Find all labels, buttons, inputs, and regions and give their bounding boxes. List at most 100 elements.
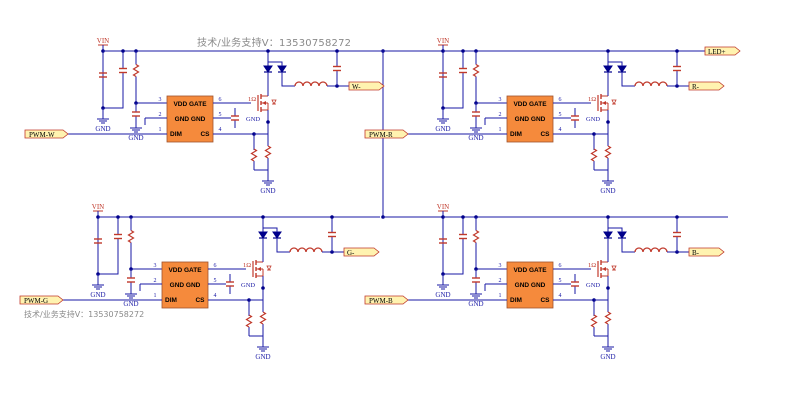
resistor-icon [259,311,267,325]
diode-body [603,231,613,239]
mosfet-body-diode [266,265,272,271]
driver-ic [506,261,554,309]
junction-dot [461,49,465,53]
pwm-port-w-label: PWM-W [29,131,55,139]
ground-label: GND [468,134,483,142]
driver-ic [506,95,554,143]
pin-number: 2 [154,278,157,284]
ground-label: GND [468,300,483,308]
ground-label: GND [95,125,110,133]
junction-dot [675,49,679,53]
vin-label: VIN [437,203,449,211]
diode-icon [263,65,273,73]
vdd-wire [135,90,167,104]
mosfet-icon [597,94,617,112]
pin-number: 3 [159,97,162,103]
ground-icon: GND [95,116,111,133]
pin-number: 5 [559,112,562,118]
port-arrow-icon [688,247,725,257]
cs-wire [213,133,255,150]
diode-body [617,65,627,73]
ic-vdd-gate-label: VDD GATE [513,101,547,108]
cap-gnd-wire [443,90,464,109]
mosfet-arrow [257,267,261,271]
pin-number: 4 [219,127,222,133]
ic-gnd-label: GND GND [175,116,206,123]
pin-number: 1 [159,127,162,133]
pin-number: 2 [499,112,502,118]
port-arrow-icon [704,46,741,56]
pin-number: 3 [499,97,502,103]
diode-icon [277,65,287,73]
diode-icon [258,231,268,239]
ic-gnd-label: GND GND [515,116,546,123]
ic-gnd-label: GND GND [515,282,546,289]
resistor-icon [250,148,258,162]
ground-icon: GND [255,344,271,361]
driver-ic [161,261,209,309]
junction-dot [335,49,339,53]
diode-icon [617,231,627,239]
out-port-w: W- [348,81,385,91]
junction-dot [261,215,265,219]
resistor-icon [127,229,135,244]
mosfet-body-diode [611,99,617,105]
diode-icon [603,231,613,239]
pwm-port-g: PWM-G [19,295,64,305]
ground-label: GND [128,134,143,142]
channels: VIN GND GND VDD GATE GND GND DIM CS 3 2 1 6 5 4 1Ω GND… [19,37,725,361]
ic-vdd-gate-label: VDD GATE [168,267,202,274]
out-port-r-label: R- [692,83,700,91]
cs-wire [553,299,595,316]
ic-dim-label: DIM [510,131,522,138]
led-plus-port: LED+ [704,46,741,56]
pin-number: 4 [214,293,217,299]
pwm-port-g-label: PWM-G [24,297,48,305]
ground-icon: GND [128,125,144,142]
ground-label: GND [435,125,450,133]
pwm-port-w: PWM-W [24,129,69,139]
gnd-label-pin5: GND [586,282,600,289]
pin-number: 6 [559,263,562,269]
out-port-b: B- [688,247,725,257]
out-port-g-label: G- [347,249,355,257]
mosfet-icon [257,94,277,112]
ground-icon: GND [260,178,276,195]
out-port-b-label: B- [692,249,700,257]
ground-icon: GND [435,282,451,299]
port-arrow-icon [364,295,409,305]
diode-icon [603,65,613,73]
diode-icon [272,231,282,239]
ground-icon: GND [468,291,484,308]
junction-dot [266,49,270,53]
junction-dot [461,215,465,219]
diode-icon [617,65,627,73]
gate-resistor-label: 1Ω [248,96,256,103]
vdd-wire [130,256,162,270]
ic-cs-label: CS [540,131,550,138]
watermark-top: 技术/业务支持V：13530758272 [197,38,352,49]
diode-link [263,227,278,232]
pin-number: 3 [154,263,157,269]
mosfet-arrow [262,101,266,105]
junction-dot [606,215,610,219]
ic-dim-label: DIM [510,297,522,304]
vin-label: VIN [92,203,104,211]
out-port-g: G- [343,247,380,257]
resistor-icon [132,63,140,78]
pwm-port-r: PWM-R [364,129,409,139]
pin-number: 5 [219,112,222,118]
pin-number: 2 [499,278,502,284]
junction-dot [261,286,265,290]
diode-link [608,227,623,232]
port-arrow-icon [24,129,69,139]
ic-dim-label: DIM [170,131,182,138]
gnd-label-pin5: GND [246,116,260,123]
pin-number: 4 [559,127,562,133]
ground-label: GND [260,187,275,195]
resistor-icon [472,63,480,78]
